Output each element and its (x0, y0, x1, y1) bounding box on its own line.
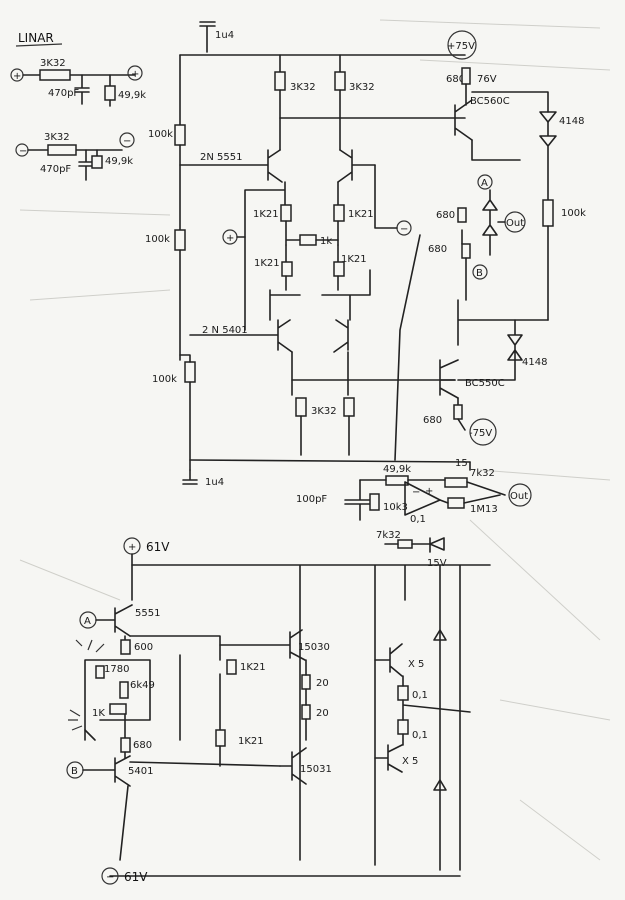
r-1k21-b-label: 1K21 (238, 736, 264, 747)
linar-top-r-label: 3K32 (40, 58, 66, 69)
linar-title: LINAR (18, 31, 54, 45)
x5-b-label: X 5 (402, 756, 418, 767)
r-1k-label: 1k (320, 236, 332, 247)
r-1k21-d-label: 1K21 (341, 254, 367, 265)
r-100k-3-label: 100k (152, 374, 177, 385)
bottom-node-b: B (71, 766, 78, 777)
q-5401-label: 5401 (128, 766, 153, 777)
r-7k32-a-label: 7k32 (470, 468, 495, 479)
r-1k-label: 1K (92, 708, 105, 719)
v-15-label: 15V (427, 558, 447, 569)
q-bc550-label: BC550C (465, 378, 505, 389)
bottom-v-neg-label: 61V (124, 870, 148, 884)
r-3k32-b-label: 3K32 (349, 82, 375, 93)
v-pos-label: +75V (447, 41, 475, 52)
v-76-label: 76V (477, 74, 497, 85)
r-680-label: 680 (133, 740, 152, 751)
linar-plus-terminal: + (13, 71, 21, 82)
r-10k3-label: 10k3 (383, 502, 408, 513)
q-2n5551-label: 2N 5551 (200, 152, 242, 163)
node-b-top: B (476, 268, 483, 279)
r-1k21-b-label: 1K21 (348, 209, 374, 220)
svg-text:−: − (106, 872, 114, 883)
r-01-a-label: 0,1 (412, 690, 428, 701)
q-2n5401-label: 2 N 5401 (202, 325, 248, 336)
linar-top-r2-label: 49,9k (118, 90, 146, 101)
bottom-node-a: A (84, 616, 91, 627)
r-100k-right-label: 100k (561, 208, 586, 219)
bottom-output-stage: + 61V A 5551 600 1780 6k49 1K 680 B 5401… (66, 537, 491, 885)
c-01-label: 0,1 (410, 514, 426, 525)
r-680-bot-label: 680 (423, 415, 442, 426)
r-49k9-label: 49,9k (383, 464, 411, 475)
r-680-a-label: 680 (436, 210, 455, 221)
r-3k32-a-label: 3K32 (290, 82, 316, 93)
r-100k-1-label: 100k (148, 129, 173, 140)
linar-bot-r2-label: 49,9k (105, 156, 133, 167)
opamp-minus: − (412, 487, 420, 498)
svg-text:+: + (131, 69, 139, 80)
q-bc560-label: BC560C (470, 96, 510, 107)
r-600-label: 600 (134, 642, 153, 653)
r-1k21-a-label: 1K21 (253, 209, 279, 220)
r-3k32-c-label: 3K32 (311, 406, 337, 417)
v-neg-label: -75V (469, 428, 492, 439)
cap-bot-label: 1u4 (205, 477, 224, 488)
top-amplifier-circuit: 1u4 +75V 100k 100k 100k 1u4 3K32 3K32 2N… (145, 21, 586, 569)
r-100k-2-label: 100k (145, 234, 170, 245)
paper-bleed-through (19, 19, 611, 861)
r-1780-label: 1780 (104, 664, 129, 675)
svg-text:−: − (19, 146, 27, 157)
r-100pf-label: 100pF (296, 494, 327, 505)
out-servo: Out (510, 491, 528, 502)
q-5551-label: 5551 (135, 608, 160, 619)
svg-text:−: − (123, 136, 131, 147)
d-4148-bot-label: 4148 (522, 357, 547, 368)
r-680-b-label: 680 (428, 244, 447, 255)
linar-bot-r-label: 3K32 (44, 132, 70, 143)
q-15031-label: 15031 (300, 764, 332, 775)
r-01-b-label: 0,1 (412, 730, 428, 741)
out-top: Out (506, 218, 524, 229)
x5-a-label: X 5 (408, 659, 424, 670)
q-15030-label: 15030 (298, 642, 330, 653)
r-15-label: 15 (455, 458, 468, 469)
d-4148-top-label: 4148 (559, 116, 584, 127)
r-1m13-label: 1M13 (470, 504, 498, 515)
linar-top-c-label: 470pF (48, 88, 79, 99)
plus-input: + (226, 233, 234, 244)
r-1k21-c-label: 1K21 (254, 258, 280, 269)
minus-input: − (400, 224, 408, 235)
node-a-top: A (481, 178, 488, 189)
cap-top-label: 1u4 (215, 30, 234, 41)
svg-text:+: + (128, 542, 136, 553)
opamp-plus: + (425, 486, 433, 497)
bottom-v-pos-label: 61V (146, 540, 170, 554)
r-20-b-label: 20 (316, 708, 329, 719)
r-6k49-label: 6k49 (130, 680, 155, 691)
r-1k21-a-label: 1K21 (240, 662, 266, 673)
r-7k32-b-label: 7k32 (376, 530, 401, 541)
r-680-top-label: 680 (446, 74, 465, 85)
linar-bot-c-label: 470pF (40, 164, 71, 175)
linar-section: LINAR + 3K32 470pF 49,9k + − 3K32 470pF … (10, 31, 146, 181)
r-20-a-label: 20 (316, 678, 329, 689)
